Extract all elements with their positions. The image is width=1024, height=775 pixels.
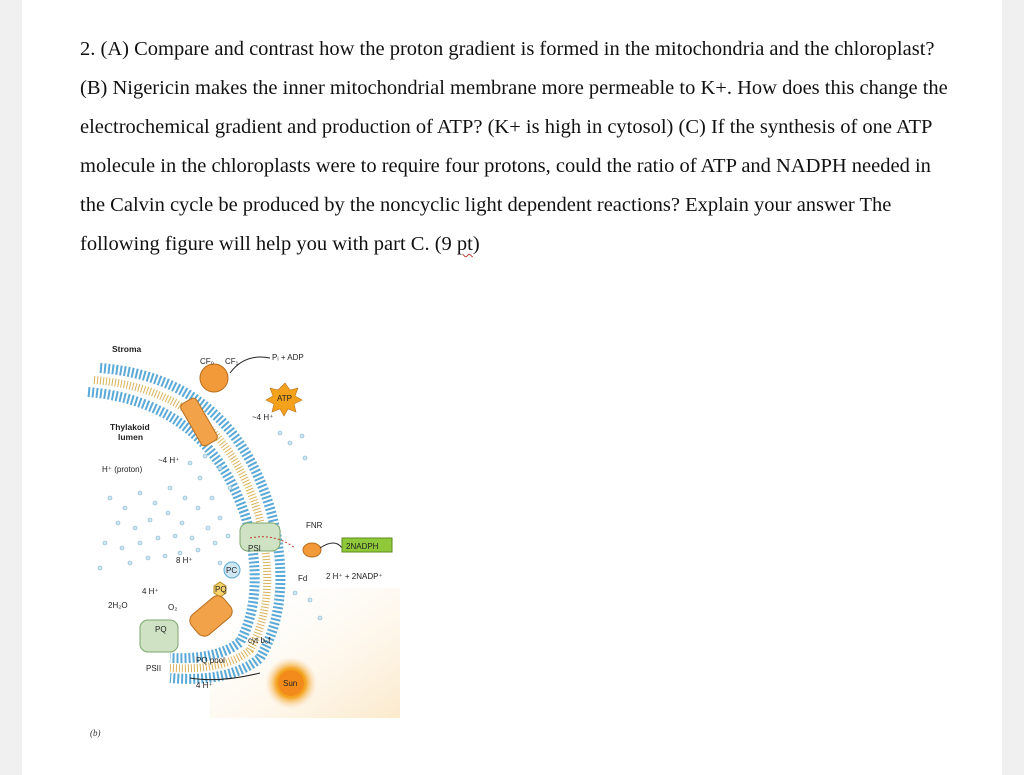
thylakoid-diagram: Stroma Thylakoid lumen H⁺ (proton) CF₀ C…	[87, 344, 400, 718]
label-pq-lower: PQ	[155, 625, 167, 634]
label-stroma: Stroma	[112, 344, 142, 354]
thylakoid-figure: Stroma Thylakoid lumen H⁺ (proton) CF₀ C…	[80, 338, 400, 748]
pc-carrier	[223, 561, 241, 579]
question-body: 2. (A) Compare and contrast how the prot…	[80, 38, 948, 255]
question-text: 2. (A) Compare and contrast how the prot…	[80, 30, 960, 264]
question-end: )	[472, 233, 480, 255]
stroma-protons	[277, 430, 323, 621]
label-2h2o: 2H₂O	[108, 601, 128, 610]
atp-arrow	[229, 356, 271, 374]
label-o2: O₂	[168, 603, 177, 612]
lumen-protons	[97, 453, 233, 571]
label-h-proton: H⁺ (proton)	[102, 465, 143, 474]
label-fd: Fd	[298, 574, 307, 583]
cf0-subunit	[180, 397, 218, 447]
label-8h: 8 H⁺	[176, 556, 193, 565]
figure-caption: (b)	[90, 728, 101, 738]
light-arrow	[189, 672, 261, 681]
nadph-arrow	[319, 542, 343, 549]
electron-path-psi	[249, 536, 296, 549]
label-atp: ATP	[277, 394, 292, 403]
atp-burst	[265, 382, 303, 417]
label-lumen: lumen	[118, 432, 143, 442]
label-pi-adp: Pᵢ + ADP	[272, 353, 304, 362]
label-pq-upper: PQ	[215, 585, 227, 594]
cf1-subunit	[199, 363, 229, 393]
cyt-b6f-complex	[189, 595, 233, 637]
label-thylakoid: Thylakoid	[110, 422, 150, 432]
label-cf0: CF₀	[200, 357, 214, 366]
fnr-enzyme	[302, 542, 322, 558]
nadph-box	[341, 537, 393, 553]
label-4h-atp: ~4 H⁺	[252, 413, 273, 422]
label-nadp: 2 H⁺ + 2NADP⁺	[326, 572, 383, 581]
document-page: 2. (A) Compare and contrast how the prot…	[22, 0, 1002, 775]
label-cyt-b6f: cyt b₆f	[248, 636, 271, 645]
label-4h-lumen: ~4 H⁺	[158, 456, 179, 465]
label-psi: PSI	[248, 544, 261, 553]
psii-complex	[139, 619, 179, 653]
label-sun: Sun	[283, 679, 297, 688]
sun-core	[278, 670, 304, 696]
label-nadph: 2NADPH	[346, 542, 379, 551]
label-fnr: FNR	[306, 521, 323, 530]
label-pc: PC	[226, 566, 237, 575]
label-pq-pool: PQ pool	[196, 656, 225, 665]
label-cf1: CF₁	[225, 357, 239, 366]
membrane-inner-layer	[87, 387, 260, 664]
label-4h-bottom: 4 H⁺	[196, 681, 213, 690]
spellcheck-flagged-word: pt	[456, 233, 473, 255]
label-psii: PSII	[146, 664, 161, 673]
pq-hexagon-upper	[213, 581, 227, 598]
label-4h-psii: 4 H⁺	[142, 587, 159, 596]
